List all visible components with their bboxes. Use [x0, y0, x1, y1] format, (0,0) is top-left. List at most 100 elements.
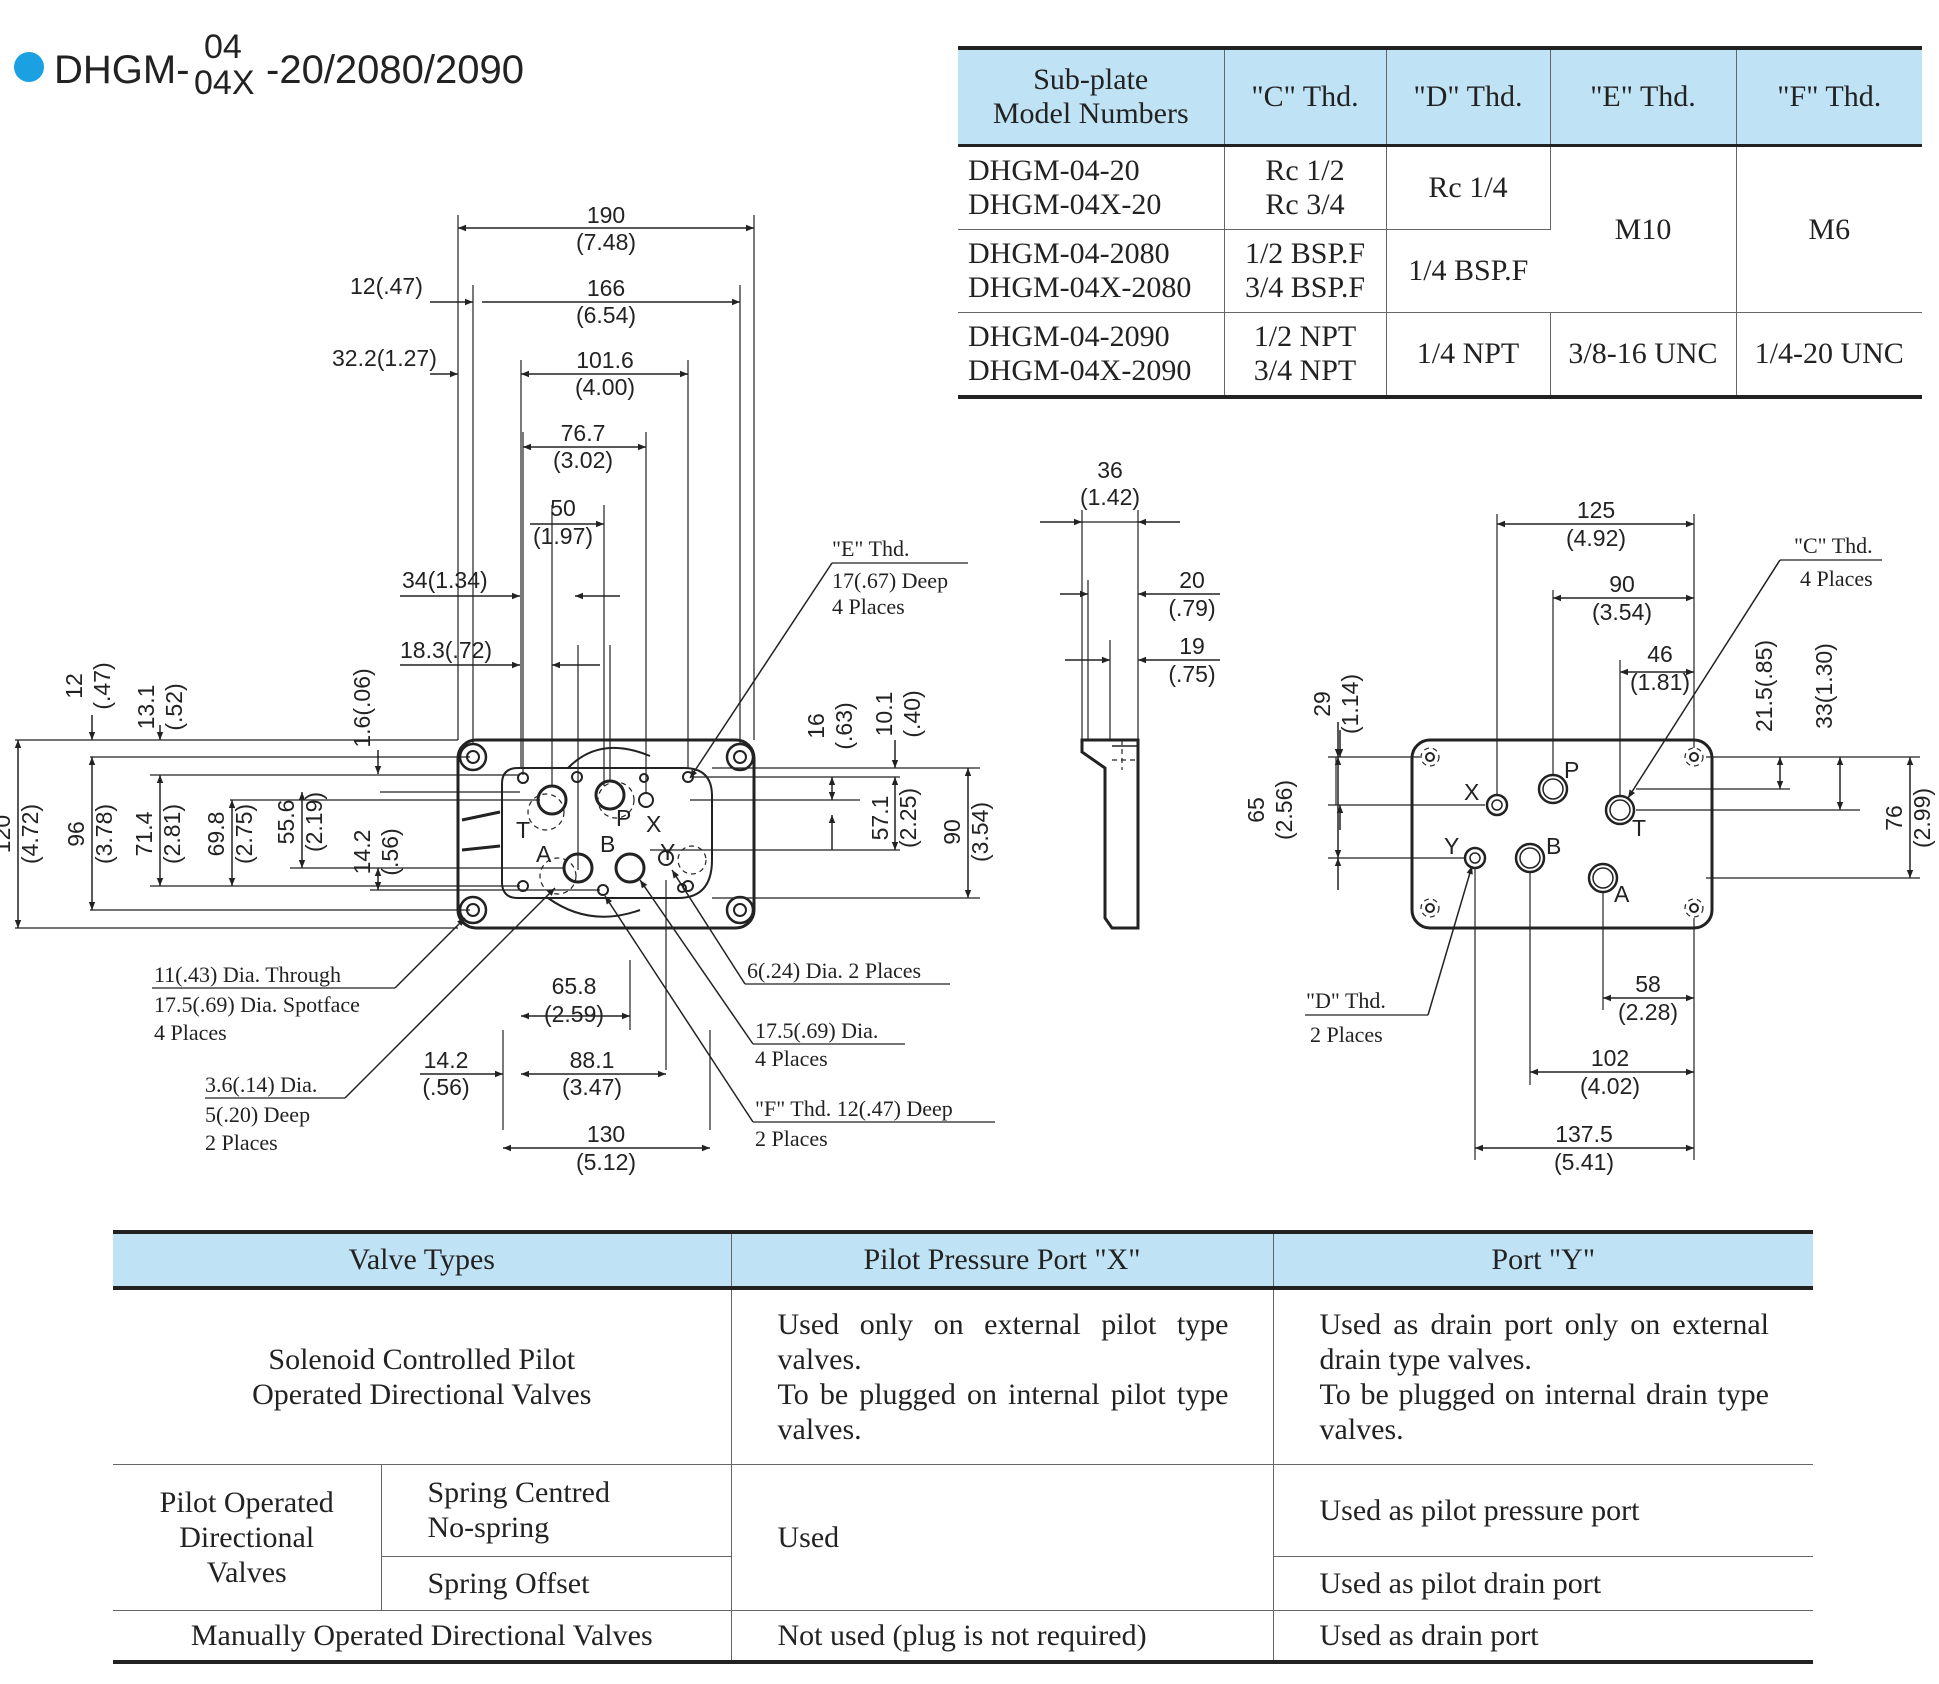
d-thd-cell: 1/4 NPT — [1386, 312, 1551, 398]
dim-76-7-in: (3.02) — [553, 447, 613, 473]
right-port-x: X — [1464, 779, 1479, 805]
dim-16: 16 — [803, 713, 829, 739]
right-port-p: P — [1564, 757, 1579, 783]
subplate-body — [456, 738, 756, 930]
note-17-5-places: 4 Places — [755, 1046, 828, 1071]
right-mount-holes — [1420, 747, 1704, 918]
note-11-leader — [394, 917, 466, 989]
dim-65-8-in: (2.59) — [544, 1001, 604, 1027]
dim-96: 96 — [63, 821, 89, 847]
dim-65-in: (2.56) — [1271, 780, 1297, 840]
dim-57-1: 57.1 — [867, 796, 893, 841]
boss-outline-lower — [547, 897, 641, 918]
d-thd-label: "D" Thd. — [1306, 988, 1386, 1013]
side-plate — [1080, 738, 1140, 930]
dim-166-in: (6.54) — [576, 302, 636, 328]
bullet-icon — [14, 52, 44, 82]
dim-88-1-in: (3.47) — [562, 1074, 622, 1100]
e-thd-places: 4 Places — [832, 594, 905, 619]
valve-outline — [501, 767, 713, 899]
header-e-thd: "E" Thd. — [1550, 48, 1737, 147]
c-thd-places: 4 Places — [1800, 566, 1873, 591]
dim-18-3: 18.3(.72) — [400, 637, 492, 663]
dim-29-in: (1.14) — [1337, 674, 1363, 734]
dim-14-2-h-in: (.56) — [422, 1074, 469, 1100]
right-port-b: B — [1546, 833, 1561, 859]
dim-125-in: (4.92) — [1566, 525, 1626, 551]
dim-29: 29 — [1309, 691, 1335, 717]
side-extension-lines — [1081, 510, 1139, 740]
note-3-6-leader — [344, 887, 556, 1099]
horizontal-extension-lines — [15, 739, 980, 929]
note-f-places: 2 Places — [755, 1126, 828, 1151]
dim-12-v: 12 — [61, 673, 87, 699]
e-thd-deep: 17(.67) Deep — [832, 568, 948, 593]
right-subplate-body — [1410, 738, 1714, 930]
dim-190: 190 — [587, 202, 625, 228]
right-port-a: A — [1614, 881, 1630, 907]
port-a-label: A — [536, 841, 552, 867]
note-17-5-spotface: 17.5(.69) Dia. Spotface — [154, 992, 360, 1017]
port-y-cell: Used as pilot pressure port — [1273, 1464, 1813, 1557]
note-17-5-leader — [639, 879, 754, 1045]
e-note-leader — [689, 562, 833, 779]
dim-21-5: 21.5(.85) — [1751, 640, 1777, 732]
valve-type-cell: Manually Operated Directional Valves — [113, 1610, 732, 1663]
dim-12-v-in: (.47) — [89, 662, 115, 709]
header-valve-types: Valve Types — [113, 1232, 732, 1290]
port-y-cell: Used as pilot drain port — [1273, 1556, 1813, 1611]
dim-36: 36 — [1097, 457, 1123, 483]
dim-190-in: (7.48) — [576, 229, 636, 255]
dim-46-in: (1.81) — [1630, 669, 1690, 695]
side-view: 36 (1.42) 20 (.79) 19 (.75) — [1040, 457, 1220, 930]
dim-71-4-in: (2.81) — [159, 804, 185, 864]
dim-58-in: (2.28) — [1618, 999, 1678, 1025]
title-prefix: DHGM- — [54, 48, 190, 92]
dim-130-in: (5.12) — [576, 1149, 636, 1175]
header-f-thd: "F" Thd. — [1736, 48, 1922, 147]
f-thd-merged-cell: M6 — [1736, 145, 1922, 313]
dim-120: 120 — [0, 815, 15, 853]
vertical-dims-right — [828, 740, 972, 898]
dim-102-in: (4.02) — [1580, 1073, 1640, 1099]
table-row: Manually Operated Directional Valves Not… — [113, 1610, 1813, 1663]
note-17-5-dia: 17.5(.69) Dia. — [755, 1018, 878, 1043]
dim-50-in: (1.97) — [533, 523, 593, 549]
dim-14-2-v: 14.2 — [349, 830, 375, 875]
extension-lines — [457, 215, 755, 1130]
right-extension-lines — [1328, 514, 1920, 1160]
note-3-6-dia: 3.6(.14) Dia. — [205, 1072, 317, 1097]
dim-20: 20 — [1179, 567, 1205, 593]
d-thd-cell: Rc 1/4 — [1386, 145, 1551, 230]
title-suffix: -20/2080/2090 — [266, 48, 525, 92]
header-port-y: Port "Y" — [1273, 1232, 1813, 1290]
dim-90-in: (3.54) — [967, 802, 993, 862]
note-6-dia: 6(.24) Dia. 2 Places — [747, 958, 921, 983]
dim-46: 46 — [1647, 641, 1673, 667]
dim-101-6-in: (4.00) — [575, 374, 635, 400]
f-thd-cell: 1/4-20 UNC — [1736, 312, 1922, 398]
e-thd-cell: 3/8-16 UNC — [1550, 312, 1737, 398]
dim-137-5-in: (5.41) — [1554, 1149, 1614, 1175]
dim-120-in: (4.72) — [17, 804, 43, 864]
dim-55-6-in: (2.19) — [301, 792, 327, 852]
dim-96-in: (3.78) — [91, 804, 117, 864]
note-11-dia: 11(.43) Dia. Through — [154, 962, 341, 987]
c-note-leader — [1627, 559, 1781, 799]
title-size-top: 04 — [204, 28, 242, 66]
right-port-y: Y — [1444, 833, 1459, 859]
port-b-label: B — [600, 831, 615, 857]
dim-101-6: 101.6 — [576, 347, 634, 373]
dim-65: 65 — [1243, 797, 1269, 823]
dim-58: 58 — [1635, 971, 1661, 997]
dim-19-in: (.75) — [1168, 661, 1215, 687]
